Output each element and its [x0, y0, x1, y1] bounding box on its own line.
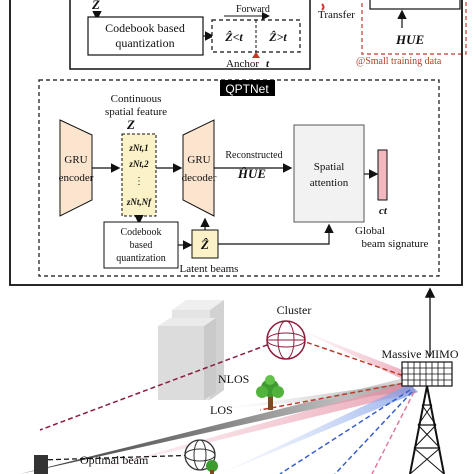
codebook-label-2: based [130, 240, 153, 251]
global-signature-label-2: beam signature [362, 238, 429, 250]
mimo-array [401, 361, 453, 387]
z-hat-label: Ẑ [200, 237, 209, 252]
codebook-label-1: Codebook [120, 227, 161, 238]
beam-los [210, 382, 414, 410]
small-tree-icon [206, 460, 218, 474]
scene: Cluster NLOS LOS Optimal beam [20, 300, 459, 474]
z-after-anchor: Ẑ>t [268, 30, 287, 44]
ct-vector [377, 149, 388, 201]
z-partial-label: Z [91, 0, 100, 12]
qptnet-title-bg [220, 80, 275, 96]
tree-icon [256, 375, 284, 410]
outer-frame [9, 0, 463, 286]
codebook-label-3: quantization [116, 253, 165, 264]
building-back [158, 300, 224, 400]
top-inner-frame [69, 0, 311, 70]
z-row-4: zNt,Nf [126, 197, 152, 207]
latent-beams-label: Latent beams [180, 263, 239, 275]
gru-encoder-label-1: GRU [64, 154, 87, 166]
global-signature-label-1: Global [355, 225, 385, 237]
spatial-attention-box [293, 124, 365, 223]
z-column [121, 133, 157, 217]
h-ue-hat: ĤUE [237, 166, 267, 181]
gru-decoder-label-2: decoder [182, 172, 217, 184]
ue-device [34, 455, 48, 474]
beam-pink [80, 382, 416, 474]
path-mimo-tree [259, 381, 411, 411]
spatial-attention-label-1: Spatial [314, 161, 345, 173]
path-pink [371, 391, 415, 474]
top-codebook-label-2: quantization [115, 36, 174, 50]
z-before-anchor: Ẑ<t [224, 30, 243, 44]
cluster-sphere [266, 320, 306, 360]
anchor-label: Anchor [226, 58, 259, 70]
forward-label: Forward [236, 4, 270, 15]
small-training-label: @Small training data [356, 56, 442, 67]
path-cluster-ue [39, 341, 276, 431]
z-row-2: zNt,2 [128, 159, 149, 169]
top-codebook-box [87, 16, 204, 56]
beam-blue [220, 384, 418, 474]
reconstructed-label: Reconstructed [225, 150, 282, 161]
gru-encoder [59, 119, 93, 217]
z-row-1: zNt,1 [128, 143, 148, 153]
ct-label: ct [379, 205, 388, 217]
transfer-arrow [321, 3, 325, 11]
los-label: LOS [210, 403, 233, 417]
gru-decoder-label-1: GRU [187, 154, 210, 166]
z-row-3: ⋮ [134, 176, 144, 187]
h-ue-top: HUE [395, 32, 425, 47]
z-label: Z [126, 117, 135, 132]
tower-icon [409, 385, 445, 474]
cluster-label: Cluster [277, 303, 312, 317]
anchor-var: t [266, 58, 270, 70]
top-right-box [369, 0, 461, 10]
beam-cluster [300, 330, 408, 380]
top-codebook-label-1: Codebook based [105, 21, 185, 35]
qptnet-title: QPTNet [225, 82, 269, 96]
path-ue-sphere [39, 454, 201, 461]
optimal-beam-label: Optimal beam [80, 453, 149, 467]
gru-encoder-label-2: encoder [59, 172, 94, 184]
anchor-marker [252, 52, 260, 58]
continuous-label-1: Continuous [111, 93, 162, 105]
nlos-label: NLOS [218, 372, 249, 386]
path-mimo-cluster [299, 339, 411, 379]
path-blue-2 [334, 391, 413, 474]
small-data-frame [361, 0, 467, 55]
top-panel: Z Codebook based quantization Forward Ẑ<… [69, 0, 467, 70]
spatial-attention-label-2: attention [310, 177, 349, 189]
qptnet-panel: QPTNet Continuous spatial feature Z GRU … [38, 79, 440, 277]
path-blue-1 [279, 389, 411, 474]
beam-optimal [20, 376, 418, 474]
continuous-label-2: spatial feature [105, 106, 167, 118]
codebook-box [103, 221, 179, 269]
transfer-label: Transfer [318, 9, 355, 21]
gru-decoder [182, 119, 215, 217]
massive-mimo-label: Massive MIMO [382, 347, 459, 361]
